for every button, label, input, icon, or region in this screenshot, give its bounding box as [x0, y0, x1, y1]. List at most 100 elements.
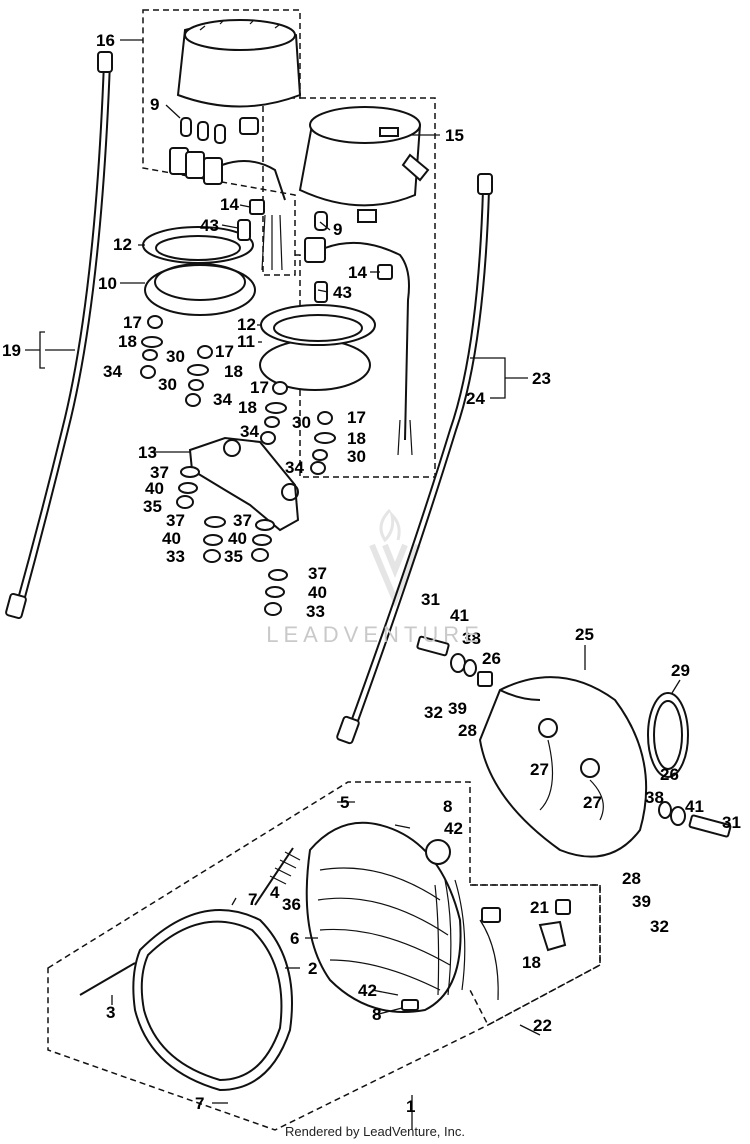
callout-42b: 42 [358, 981, 377, 1000]
callout-27a: 27 [530, 760, 549, 779]
callout-34a: 34 [103, 362, 122, 381]
callout-33b: 33 [306, 602, 325, 621]
callout-32b: 32 [650, 917, 669, 936]
callout-7a: 7 [248, 890, 257, 909]
callout-35b: 35 [224, 547, 243, 566]
callout-30c: 30 [292, 413, 311, 432]
callout-34b: 34 [213, 390, 232, 409]
callout-28a: 28 [458, 721, 477, 740]
callout-30a: 30 [166, 347, 185, 366]
callout-33a: 33 [166, 547, 185, 566]
bulb-socket-group-lower[interactable] [304, 211, 413, 456]
watermark-logo-icon [369, 508, 421, 608]
callout-17b: 17 [215, 342, 234, 361]
callout-14a: 14 [220, 195, 239, 214]
callout-43a: 43 [200, 216, 219, 235]
callout-11: 11 [237, 332, 255, 351]
callout-21: 21 [530, 898, 549, 917]
callout-38a: 38 [462, 629, 481, 648]
callout-23: 23 [532, 369, 551, 388]
callout-37b: 37 [166, 511, 185, 530]
callout-40b: 40 [162, 529, 181, 548]
headlight-mount-ring[interactable] [647, 692, 689, 778]
sealed-beam-unit[interactable] [305, 821, 462, 1013]
callout-39b: 39 [632, 892, 651, 911]
mount-bolt-left[interactable] [416, 635, 493, 687]
callout-37a: 37 [150, 463, 169, 482]
rim-screw[interactable] [79, 847, 301, 996]
headlight-rim[interactable] [132, 909, 293, 1092]
callout-27b: 27 [583, 793, 602, 812]
callout-12b: 12 [237, 315, 256, 334]
meter-bracket[interactable] [188, 436, 300, 532]
callout-labels: 16 15 9 9 14 14 43 43 12 12 10 11 19 23 … [2, 31, 741, 1116]
callout-34c: 34 [240, 422, 259, 441]
tachometer[interactable] [298, 106, 430, 223]
callout-40d: 40 [308, 583, 327, 602]
group-box-22 [469, 884, 601, 1027]
callout-22: 22 [533, 1016, 552, 1035]
callout-10: 10 [98, 274, 117, 293]
callout-1: 1 [406, 1097, 415, 1116]
callout-41b: 41 [685, 797, 704, 816]
callout-38b: 38 [645, 788, 664, 807]
headlight-case[interactable] [478, 676, 648, 858]
callout-30b: 30 [158, 375, 177, 394]
callout-36: 36 [282, 895, 301, 914]
callout-5: 5 [340, 793, 349, 812]
callout-25: 25 [575, 625, 594, 644]
callout-17a: 17 [123, 313, 142, 332]
callout-16: 16 [96, 31, 115, 50]
callout-39a: 39 [448, 699, 467, 718]
meter-case-left[interactable] [142, 226, 256, 316]
callout-9a: 9 [150, 95, 159, 114]
callout-17c: 17 [250, 378, 269, 397]
callout-28b: 28 [622, 869, 641, 888]
callout-31b: 31 [722, 813, 741, 832]
watermark-text: LEADVENTURE [266, 622, 484, 647]
callout-26b: 26 [660, 765, 679, 784]
callout-18b: 18 [224, 362, 243, 381]
callout-29: 29 [671, 661, 690, 680]
footer-credit: Rendered by LeadVenture, Inc. [285, 1124, 465, 1139]
speedometer[interactable] [176, 19, 302, 108]
callout-24: 24 [466, 389, 485, 408]
callout-18c: 18 [238, 398, 257, 417]
mount-hardware[interactable] [140, 199, 393, 616]
meter-case-right[interactable] [259, 304, 376, 391]
tachometer-cable[interactable] [336, 173, 493, 745]
group-box-1 [47, 781, 601, 1131]
callout-37d: 37 [308, 564, 327, 583]
callout-13: 13 [138, 443, 157, 462]
callout-32a: 32 [424, 703, 443, 722]
callout-6: 6 [290, 929, 299, 948]
callout-40a: 40 [145, 479, 164, 498]
callout-37c: 37 [233, 511, 252, 530]
callout-15: 15 [445, 126, 464, 145]
callout-26a: 26 [482, 649, 501, 668]
callout-34d: 34 [285, 458, 304, 477]
callout-35a: 35 [143, 497, 162, 516]
callout-19: 19 [2, 341, 21, 360]
callout-12a: 12 [113, 235, 132, 254]
callout-14b: 14 [348, 263, 367, 282]
mount-bolt-right[interactable] [658, 801, 732, 838]
callout-17d: 17 [347, 408, 366, 427]
group-box-15 [295, 97, 436, 478]
callout-7b: 7 [195, 1094, 204, 1113]
wiring-connectors[interactable] [401, 879, 571, 1011]
callout-18d: 18 [347, 429, 366, 448]
callout-8b: 8 [372, 1005, 381, 1024]
callout-42a: 42 [444, 819, 463, 838]
callout-31a: 31 [421, 590, 440, 609]
callout-4: 4 [270, 883, 280, 902]
leader-lines [25, 39, 681, 1130]
speedometer-cable[interactable] [5, 51, 113, 620]
callout-3: 3 [106, 1003, 115, 1022]
callout-8a: 8 [443, 797, 452, 816]
callout-41a: 41 [450, 606, 469, 625]
callout-2: 2 [308, 959, 317, 978]
bulb-socket-group-upper[interactable] [169, 117, 286, 271]
callout-18a: 18 [118, 332, 137, 351]
